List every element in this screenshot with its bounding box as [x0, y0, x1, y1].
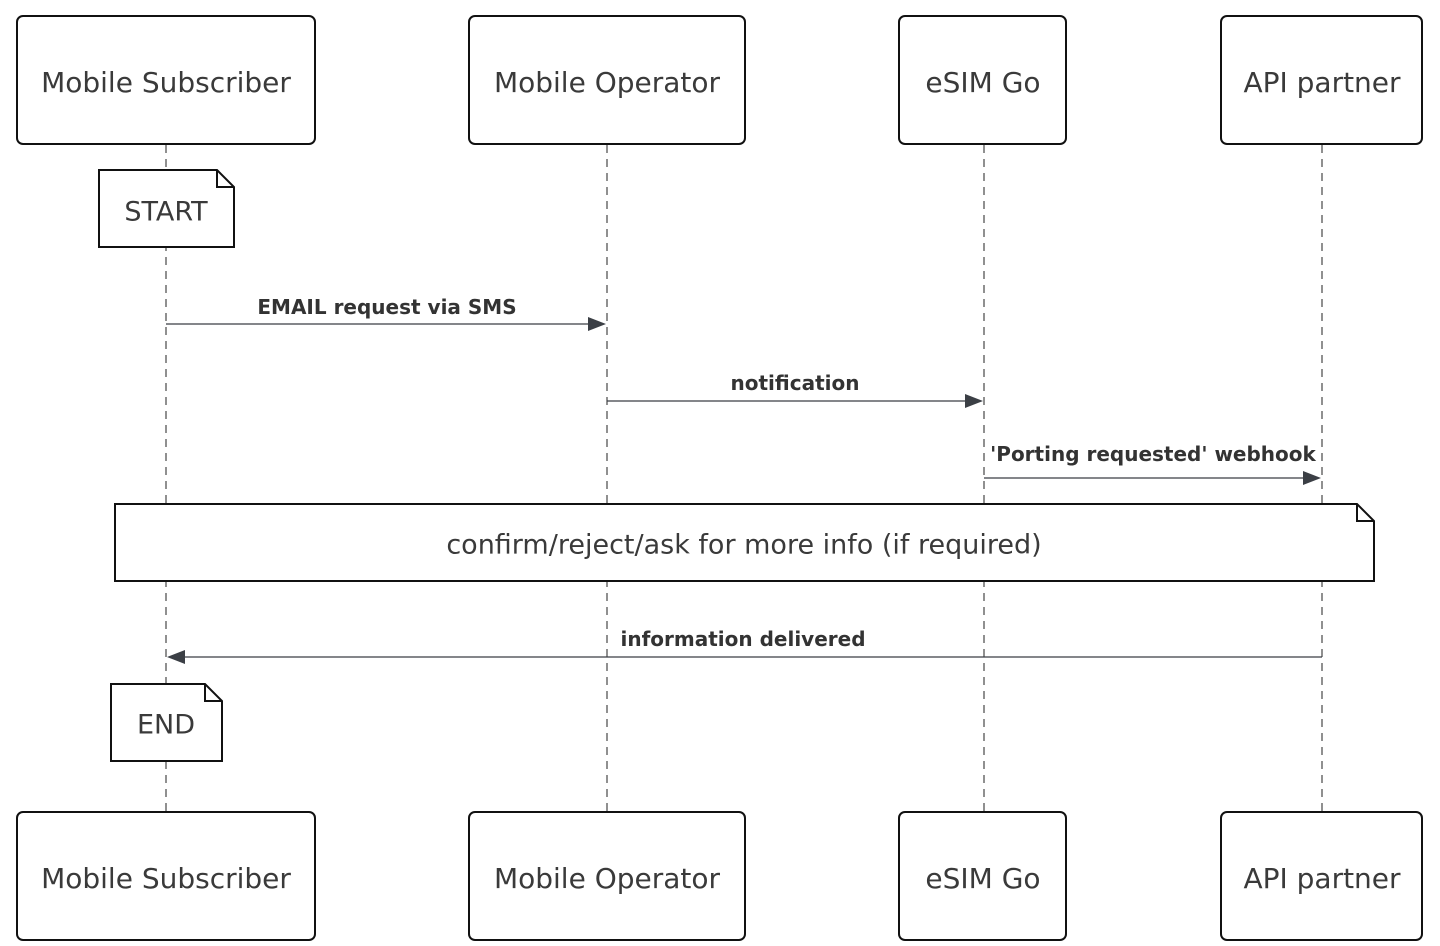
participant-operator-top: Mobile Operator — [468, 15, 746, 145]
participant-partner-top: API partner — [1220, 15, 1423, 145]
participant-operator-bottom: Mobile Operator — [468, 811, 746, 941]
arrowhead-icon — [588, 317, 606, 331]
message-email-request: EMAIL request via SMS — [166, 295, 606, 331]
participant-esimgo-top: eSIM Go — [898, 15, 1067, 145]
participant-label: Mobile Operator — [494, 862, 721, 895]
note-confirm-reject: confirm/reject/ask for more info (if req… — [114, 503, 1375, 582]
note-confirm-label: confirm/reject/ask for more info (if req… — [446, 530, 1041, 561]
message-label: notification — [731, 371, 860, 395]
arrowhead-icon — [167, 650, 185, 664]
lifelines — [165, 145, 1323, 813]
note-start: START — [98, 169, 235, 248]
message-label: information delivered — [620, 627, 865, 651]
participant-label: Mobile Subscriber — [41, 862, 291, 895]
participant-label: API partner — [1243, 862, 1401, 895]
participant-subscriber-top: Mobile Subscriber — [16, 15, 316, 145]
participant-label: eSIM Go — [925, 66, 1040, 99]
participant-esimgo-bottom: eSIM Go — [898, 811, 1067, 941]
message-notification: notification — [607, 371, 983, 408]
message-porting-webhook: 'Porting requested' webhook — [984, 442, 1321, 485]
participant-subscriber-bottom: Mobile Subscriber — [16, 811, 316, 941]
message-information-delivered: information delivered — [167, 627, 1322, 664]
message-label: EMAIL request via SMS — [257, 295, 516, 319]
message-label: 'Porting requested' webhook — [990, 442, 1316, 466]
participant-partner-bottom: API partner — [1220, 811, 1423, 941]
participant-label: Mobile Operator — [494, 66, 721, 99]
participant-label: API partner — [1243, 66, 1401, 99]
note-end: END — [110, 683, 223, 762]
arrowhead-icon — [1303, 471, 1321, 485]
note-start-label: START — [124, 197, 208, 228]
arrowhead-icon — [965, 394, 983, 408]
note-end-label: END — [137, 710, 195, 741]
participant-label: Mobile Subscriber — [41, 66, 291, 99]
participant-label: eSIM Go — [925, 862, 1040, 895]
